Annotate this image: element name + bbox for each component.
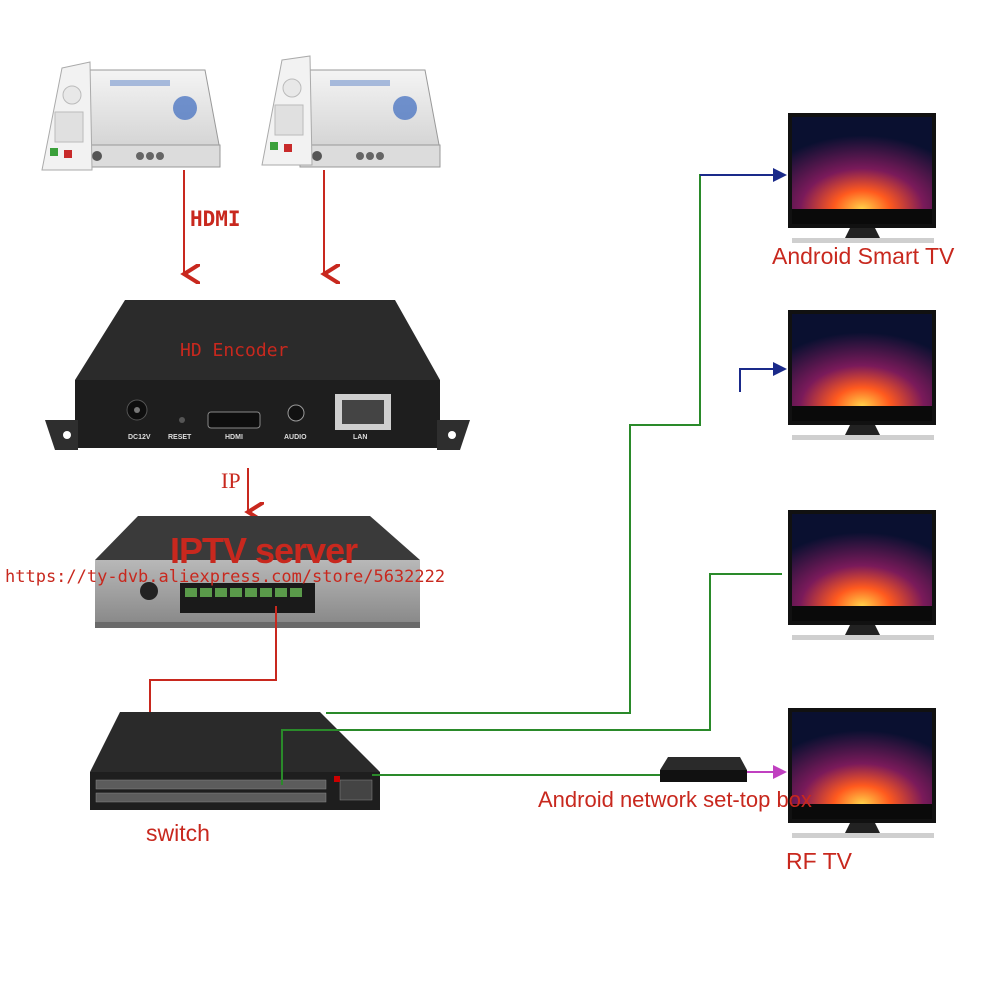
switch-label: switch [146,820,210,847]
android-stb-device [660,757,747,782]
encoder-port-lan: LAN [353,434,367,441]
encoder-port-reset: RESET [168,434,191,441]
tv-3 [788,510,936,640]
network-switch-device [90,712,380,810]
hd-encoder-label: HD Encoder [180,340,288,361]
tv-2 [788,310,936,440]
android-stb-label: Android network set-top box [538,787,812,813]
encoder-port-audio: AUDIO [284,434,307,441]
tv-rf [788,708,936,838]
tv-1 [788,113,936,243]
hd-encoder-device [45,300,470,450]
store-url-watermark: https://ty-dvb.aliexpress.com/store/5632… [5,567,445,587]
android-smart-tv-label: Android Smart TV [772,243,954,270]
remote-control-1 [42,62,92,170]
navy-arrow-tv-2 [740,369,776,392]
iptv-server-label: IPTV server [170,530,357,572]
set-top-box-2 [300,70,440,167]
rf-tv-label: RF TV [786,848,852,875]
encoder-port-hdmi: HDMI [225,434,243,441]
ip-label: IP [221,468,241,494]
encoder-port-dc: DC12V [128,434,151,441]
remote-control-2 [262,56,312,165]
set-top-box-1 [80,70,220,167]
hdmi-label: HDMI [190,207,241,231]
